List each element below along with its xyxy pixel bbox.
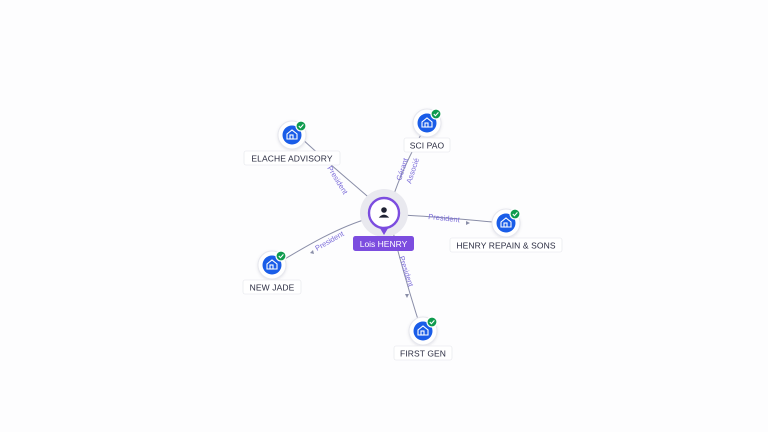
company-name: FIRST GEN bbox=[400, 349, 446, 359]
company-label-henryrepain[interactable]: HENRY REPAIN & SONS bbox=[449, 237, 563, 253]
edge-arrow-newjade bbox=[310, 250, 314, 254]
company-label-firstgen[interactable]: FIRST GEN bbox=[393, 345, 453, 361]
company-node-scipao[interactable] bbox=[412, 108, 442, 138]
edge-arrow-firstgen bbox=[405, 294, 409, 298]
company-node-firstgen[interactable] bbox=[408, 316, 438, 346]
company-node-henryrepain[interactable] bbox=[491, 208, 521, 238]
edge-arrow-henryrepain bbox=[466, 221, 470, 225]
company-node-elache[interactable] bbox=[277, 120, 307, 150]
company-node-newjade[interactable] bbox=[257, 250, 287, 280]
company-building-icon bbox=[417, 325, 429, 336]
company-building-icon bbox=[286, 129, 298, 140]
company-building-icon bbox=[266, 259, 278, 270]
company-label-scipao[interactable]: SCI PAO bbox=[403, 137, 451, 153]
relation-label-firstgen: President bbox=[397, 255, 416, 289]
person-ring bbox=[367, 196, 401, 230]
person-icon bbox=[378, 207, 390, 218]
company-name: HENRY REPAIN & SONS bbox=[456, 241, 555, 251]
verified-check-icon bbox=[509, 208, 521, 220]
verified-check-icon bbox=[430, 108, 442, 120]
company-building-icon bbox=[421, 117, 433, 128]
relation-label-newjade: President bbox=[314, 229, 347, 253]
verified-check-icon bbox=[426, 316, 438, 328]
verified-check-icon bbox=[275, 250, 287, 262]
company-name: NEW JADE bbox=[250, 283, 295, 293]
person-name: Lois HENRY bbox=[360, 239, 408, 249]
company-name: SCI PAO bbox=[410, 141, 445, 151]
relation-label-henryrepain: President bbox=[428, 212, 461, 224]
company-label-newjade[interactable]: NEW JADE bbox=[242, 279, 302, 295]
relation-label-elache: President bbox=[325, 164, 350, 196]
person-node[interactable] bbox=[360, 189, 408, 237]
company-building-icon bbox=[500, 217, 512, 228]
company-label-elache[interactable]: ELACHE ADVISORY bbox=[243, 150, 341, 166]
person-label[interactable]: Lois HENRY bbox=[353, 236, 414, 251]
verified-check-icon bbox=[295, 120, 307, 132]
company-name: ELACHE ADVISORY bbox=[251, 154, 332, 164]
